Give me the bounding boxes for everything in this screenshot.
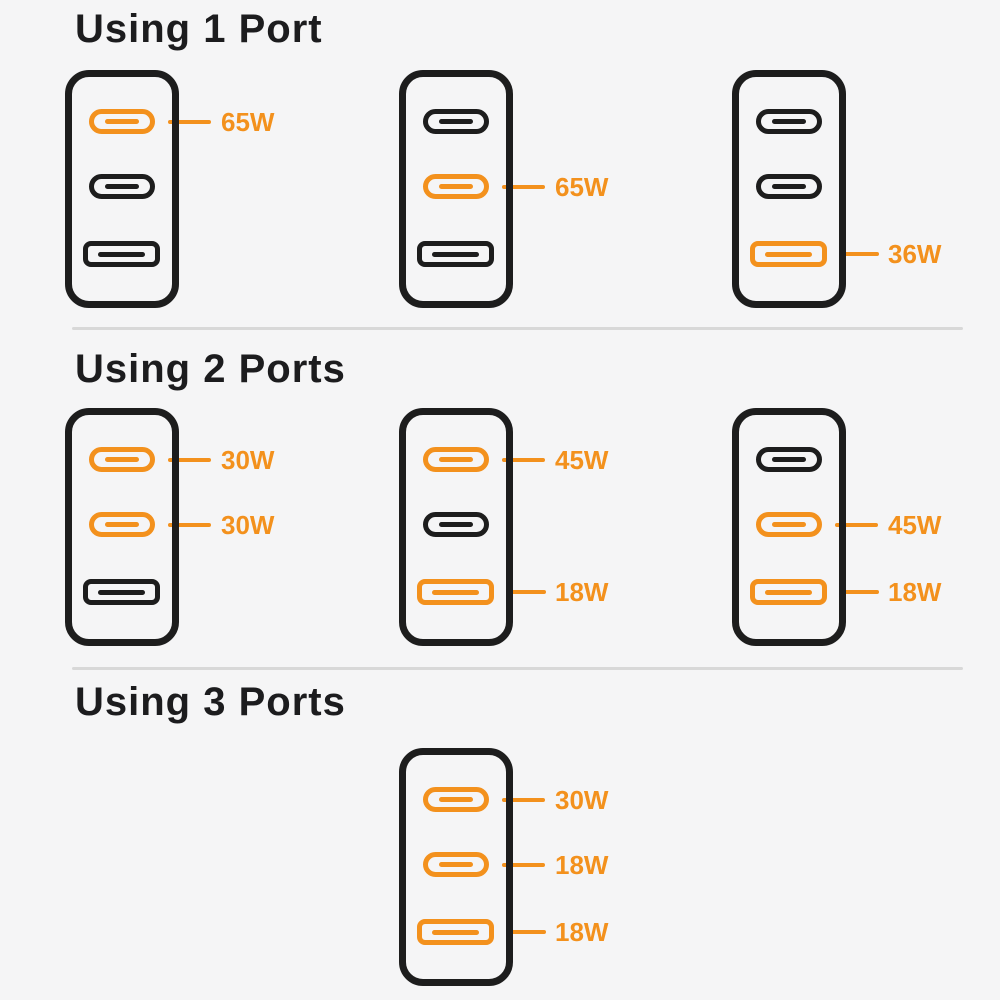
charger-1port-c: 36W <box>732 70 941 308</box>
usb-c-port-1-icon <box>89 447 155 472</box>
connector-line <box>502 458 545 462</box>
charger-3ports: 30W 18W 18W <box>399 748 608 986</box>
watt-label: 18W <box>555 917 609 947</box>
connector-line <box>841 252 879 256</box>
port-tongue <box>439 457 473 462</box>
connector-line <box>168 523 211 527</box>
watt-label: 18W <box>555 577 609 607</box>
watt-label: 18W <box>888 577 942 607</box>
port-tongue <box>432 590 479 595</box>
port-tongue <box>439 119 473 124</box>
watt-label: 30W <box>221 445 275 475</box>
usb-c-port-2-icon <box>756 512 822 537</box>
connector-line <box>168 120 211 124</box>
usb-c-port-2-icon <box>756 174 822 199</box>
charger-2ports-a: 30W 30W <box>65 408 274 646</box>
port-tongue <box>98 252 145 257</box>
usb-a-port-icon <box>750 241 827 267</box>
usb-a-port-icon <box>417 579 494 605</box>
usb-c-port-1-icon <box>423 447 489 472</box>
watt-label: 45W <box>888 510 942 540</box>
usb-a-port-icon <box>83 241 160 267</box>
charger-2ports-b: 45W 18W <box>399 408 608 646</box>
watt-label: 65W <box>221 107 275 137</box>
port-tongue <box>105 119 139 124</box>
usb-c-port-1-icon <box>89 109 155 134</box>
connector-line <box>508 930 546 934</box>
section-title-using-1-port: Using 1 Port <box>75 7 323 51</box>
charger-body <box>399 408 513 646</box>
section-title-using-2-ports: Using 2 Ports <box>75 347 346 391</box>
charger-body <box>732 70 846 308</box>
usb-c-port-2-icon <box>423 852 489 877</box>
watt-label: 30W <box>221 510 275 540</box>
section-divider <box>72 667 963 670</box>
usb-c-port-2-icon <box>423 174 489 199</box>
connector-line <box>502 798 545 802</box>
port-tongue <box>439 797 473 802</box>
charger-1port-a: 65W <box>65 70 274 308</box>
charger-body <box>399 748 513 986</box>
usb-a-port-icon <box>750 579 827 605</box>
charger-1port-b: 65W <box>399 70 608 308</box>
usb-a-port-icon <box>83 579 160 605</box>
port-tongue <box>105 457 139 462</box>
port-tongue <box>772 522 806 527</box>
port-tongue <box>432 930 479 935</box>
charger-body <box>732 408 846 646</box>
charger-body <box>65 408 179 646</box>
charger-2ports-c: 45W 18W <box>732 408 941 646</box>
watt-label: 36W <box>888 239 942 269</box>
usb-c-port-2-icon <box>423 512 489 537</box>
connector-line <box>168 458 211 462</box>
watt-label: 18W <box>555 850 609 880</box>
charger-body <box>399 70 513 308</box>
usb-c-port-2-icon <box>89 512 155 537</box>
watt-label: 65W <box>555 172 609 202</box>
connector-line <box>835 523 878 527</box>
port-tongue <box>772 184 806 189</box>
usb-c-port-1-icon <box>756 447 822 472</box>
port-tongue <box>432 252 479 257</box>
charger-body <box>65 70 179 308</box>
connector-line <box>508 590 546 594</box>
connector-line <box>841 590 879 594</box>
port-tongue <box>765 590 812 595</box>
port-tongue <box>439 522 473 527</box>
port-tongue <box>98 590 145 595</box>
port-tongue <box>772 119 806 124</box>
usb-a-port-icon <box>417 919 494 945</box>
section-title-using-3-ports: Using 3 Ports <box>75 680 346 724</box>
usb-a-port-icon <box>417 241 494 267</box>
port-tongue <box>439 184 473 189</box>
port-tongue <box>105 522 139 527</box>
usb-c-port-1-icon <box>423 109 489 134</box>
watt-label: 30W <box>555 785 609 815</box>
usb-c-port-1-icon <box>756 109 822 134</box>
connector-line <box>502 863 545 867</box>
watt-label: 45W <box>555 445 609 475</box>
connector-line <box>502 185 545 189</box>
port-tongue <box>439 862 473 867</box>
usb-c-port-1-icon <box>423 787 489 812</box>
port-tongue <box>765 252 812 257</box>
section-divider <box>72 327 963 330</box>
usb-c-port-2-icon <box>89 174 155 199</box>
port-tongue <box>105 184 139 189</box>
port-tongue <box>772 457 806 462</box>
